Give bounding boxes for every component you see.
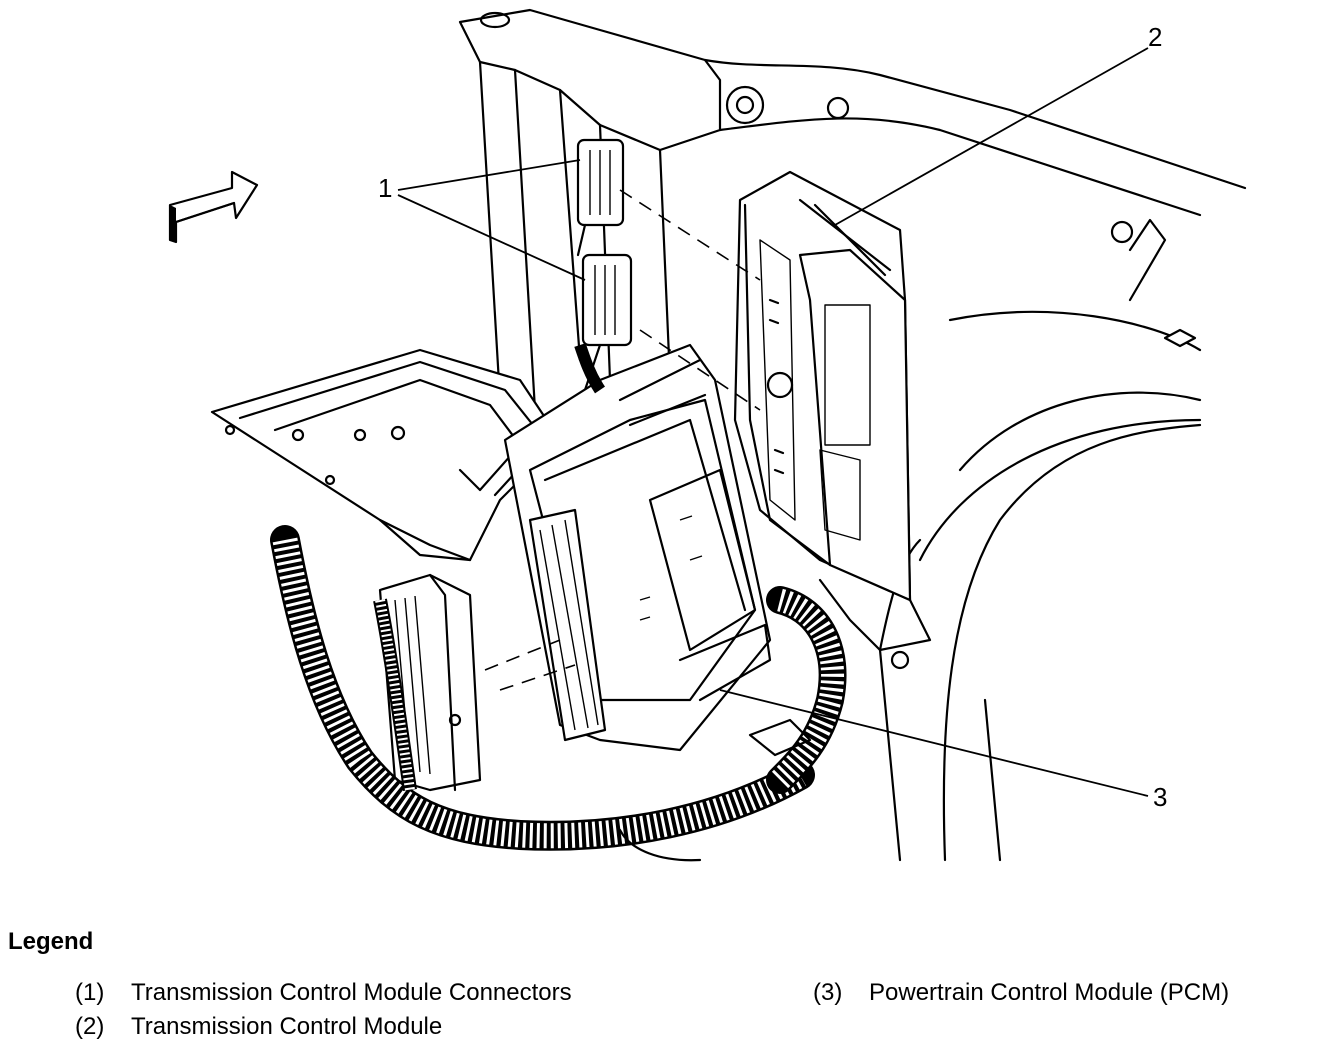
- callout-3: 3: [1153, 782, 1168, 812]
- mounting-tray: [210, 348, 562, 562]
- legend-item-label: Transmission Control Module Connectors: [131, 979, 572, 1006]
- legend-item-number: (3): [813, 979, 843, 1006]
- body-panel: [703, 58, 1247, 862]
- callout-2: 2: [1148, 22, 1163, 52]
- legend-item-1: (1) Transmission Control Module Connector…: [75, 979, 572, 1007]
- legend-title: Legend: [8, 928, 94, 955]
- powertrain-control-module: [503, 343, 772, 752]
- forward-arrow-icon: [168, 170, 259, 244]
- tcm-connectors: [576, 138, 633, 392]
- wiring-harness: [270, 343, 847, 862]
- callout-1: 1: [378, 173, 393, 203]
- legend-item-number: (1): [75, 979, 105, 1006]
- line-drawing: [168, 8, 1247, 862]
- legend-item-3: (3) Powertrain Control Module (PCM): [813, 979, 1229, 1007]
- alignment-lines: [484, 189, 761, 691]
- legend-item-2: (2) Transmission Control Module: [75, 1013, 442, 1041]
- leader-lines: [397, 47, 1149, 797]
- support-post: [458, 8, 722, 412]
- transmission-control-module: [733, 170, 932, 670]
- legend-item-label: Powertrain Control Module (PCM): [869, 979, 1230, 1006]
- legend-item-label: Transmission Control Module: [131, 1013, 443, 1040]
- legend-item-number: (2): [75, 1013, 105, 1040]
- component-location-diagram: 1 2 3: [168, 8, 1247, 862]
